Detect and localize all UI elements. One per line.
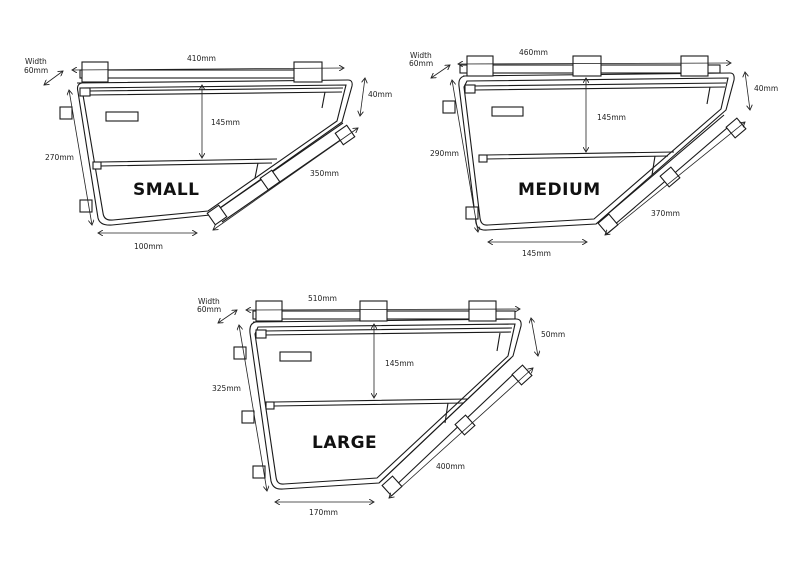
small-rear-height: 270mm bbox=[45, 153, 74, 162]
large-top-length: 510mm bbox=[308, 294, 337, 303]
medium-inner-height: 145mm bbox=[597, 113, 626, 122]
small-diagonal: 350mm bbox=[310, 169, 339, 178]
small-top-length: 410mm bbox=[187, 54, 216, 63]
medium-front-height: 40mm bbox=[754, 84, 779, 93]
medium-diagonal: 370mm bbox=[651, 209, 680, 218]
small-bottom: 100mm bbox=[134, 242, 163, 251]
large-width-value: 60mm bbox=[197, 305, 222, 314]
medium-width-value: 60mm bbox=[409, 59, 434, 68]
size-title-large: LARGE bbox=[312, 433, 378, 453]
medium-width-label: Width bbox=[410, 51, 432, 60]
size-title-medium: MEDIUM bbox=[518, 180, 601, 200]
small-front-height: 40mm bbox=[368, 90, 393, 99]
size-title-small: SMALL bbox=[133, 180, 200, 200]
medium-bottom: 145mm bbox=[522, 249, 551, 258]
small-width-value: 60mm bbox=[24, 66, 49, 75]
large-rear-height: 325mm bbox=[212, 384, 241, 393]
large-diagonal: 400mm bbox=[436, 462, 465, 471]
large-width-label: Width bbox=[198, 297, 220, 306]
medium-rear-height: 290mm bbox=[430, 149, 459, 158]
small-inner-height: 145mm bbox=[211, 118, 240, 127]
small-width-label: Width bbox=[25, 57, 47, 66]
medium-top-length: 460mm bbox=[519, 48, 548, 57]
large-front-height: 50mm bbox=[541, 330, 566, 339]
large-bottom: 170mm bbox=[309, 508, 338, 517]
bag-medium bbox=[431, 55, 750, 242]
large-inner-height: 145mm bbox=[385, 359, 414, 368]
bag-small bbox=[44, 61, 365, 233]
bag-large bbox=[218, 300, 538, 502]
